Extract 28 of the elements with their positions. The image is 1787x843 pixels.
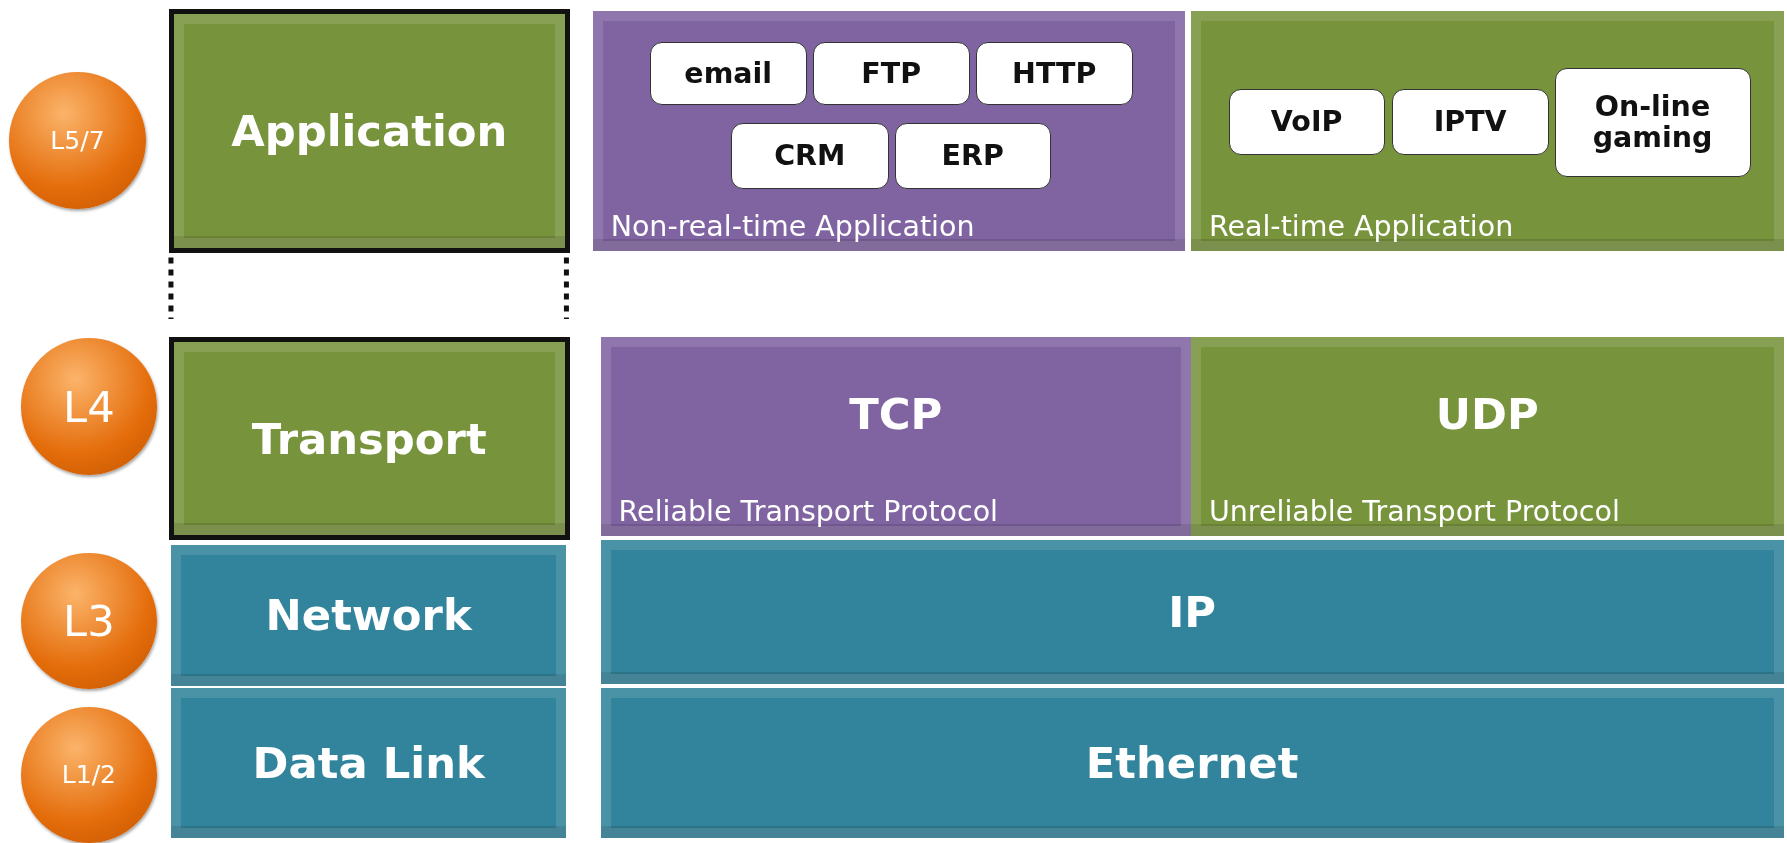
layer-box: Ethernet [600,688,1784,838]
protocol-tag: CRM [730,123,889,190]
protocol-tag: IPTV [1391,88,1549,155]
layer-box: Transport [168,337,570,541]
layer-box: Data Link [170,688,567,838]
protocol-name: TCP [848,388,944,439]
application-panel [1190,11,1784,251]
protocol-description: Unreliable Transport Protocol [1208,494,1620,528]
protocol-block [600,337,1191,536]
application-panel [592,11,1186,251]
panel-title: Real-time Application [1208,209,1514,243]
protocol-tag: On-line gaming [1554,68,1751,177]
layer-number-badge: L3 [20,552,158,690]
layer-box: Application [168,9,570,253]
layer-number-badge: L5/7 [9,71,146,209]
layer-number-badge: L1/2 [20,706,158,843]
protocol-tag: FTP [812,42,970,105]
layer-number-badge: L4 [20,338,158,476]
protocol-name: UDP [1434,388,1540,439]
protocol-description: Reliable Transport Protocol [618,494,998,528]
protocol-tag: ERP [894,123,1051,190]
layer-box: Network [170,544,567,687]
protocol-tag: VoIP [1228,88,1385,155]
protocol-tag: HTTP [975,42,1133,105]
layer-box: IP [600,540,1784,684]
protocol-tag: email [649,42,807,105]
panel-title: Non-real-time Application [610,209,975,243]
protocol-block [1190,337,1784,536]
